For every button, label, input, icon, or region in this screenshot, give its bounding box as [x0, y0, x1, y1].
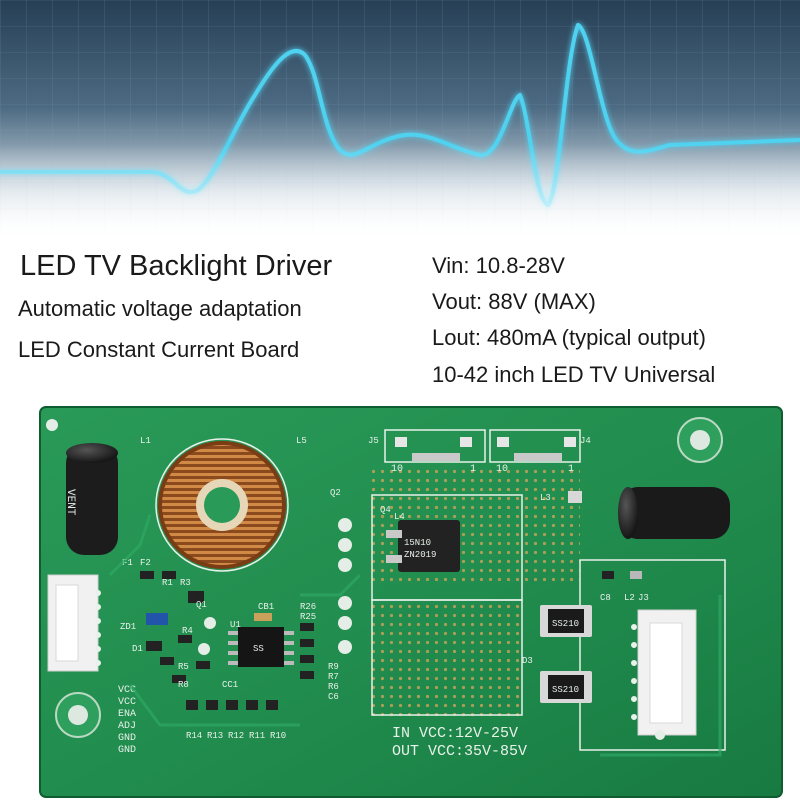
- svg-text:R12: R12: [228, 731, 244, 741]
- svg-text:GND: GND: [118, 745, 136, 756]
- connector-j5: 10 1: [384, 429, 486, 475]
- spec-lout: Lout: 480mA (typical output): [432, 325, 706, 350]
- svg-text:R4: R4: [182, 626, 193, 636]
- silkscreen-output-voltage: OUT VCC:35V-85V: [392, 743, 527, 760]
- ic-u1: SS: [228, 627, 294, 667]
- test-pads: [198, 518, 665, 740]
- svg-text:D1: D1: [132, 644, 143, 654]
- svg-text:Q4: Q4: [380, 505, 391, 515]
- svg-text:R7: R7: [328, 672, 339, 682]
- silkscreen-input-voltage: IN VCC:12V-25V: [392, 725, 518, 742]
- svg-text:L5: L5: [296, 436, 307, 446]
- spec-vin: Vin: 10.8-28V: [432, 253, 565, 278]
- svg-text:L4: L4: [394, 512, 405, 522]
- svg-text:ZD1: ZD1: [120, 622, 136, 632]
- svg-text:Q1: Q1: [196, 600, 207, 610]
- svg-text:10: 10: [496, 464, 508, 475]
- svg-text:R5: R5: [178, 662, 189, 672]
- header-connector-left: [47, 574, 101, 672]
- silkscreen-refs: L1 L5 J5 J4 L3 L4 Q2 F1 F2 R1 R3 Q1 CB1 …: [120, 436, 649, 741]
- header-connector-right: [631, 609, 697, 736]
- svg-text:CC1: CC1: [222, 680, 238, 690]
- pin-labels: VCC VCC ENA ADJ GND GND: [118, 685, 136, 756]
- svg-text:F2: F2: [140, 558, 151, 568]
- connector-j4: 10 1: [489, 429, 581, 475]
- svg-text:R3: R3: [180, 578, 191, 588]
- svg-text:C8: C8: [600, 593, 611, 603]
- mounting-hole-bl: [55, 692, 101, 738]
- svg-text:R8: R8: [178, 680, 189, 690]
- svg-text:F1: F1: [122, 558, 133, 568]
- svg-text:J4: J4: [580, 436, 591, 446]
- svg-text:R9: R9: [328, 662, 339, 672]
- svg-text:VCC: VCC: [118, 697, 136, 708]
- smd-components: [140, 491, 642, 710]
- via-matrix-lower: [370, 600, 520, 720]
- svg-text:J5: J5: [368, 436, 379, 446]
- diode-d3: SS210: [540, 671, 592, 703]
- svg-text:R1: R1: [162, 578, 173, 588]
- feature-line-1: Automatic voltage adaptation: [18, 296, 302, 321]
- ecg-waveform-banner: [0, 0, 800, 240]
- svg-text:CB1: CB1: [258, 602, 274, 612]
- svg-text:SS: SS: [253, 644, 264, 654]
- svg-text:R26: R26: [300, 602, 316, 612]
- mounting-hole-tr: [677, 417, 723, 463]
- svg-text:SS210: SS210: [552, 619, 579, 629]
- svg-text:R13: R13: [207, 731, 223, 741]
- svg-text:R10: R10: [270, 731, 286, 741]
- svg-text:R11: R11: [249, 731, 265, 741]
- svg-text:1: 1: [470, 464, 476, 475]
- svg-text:L1: L1: [140, 436, 151, 446]
- spec-tv-size: 10-42 inch LED TV Universal: [432, 362, 716, 387]
- pcb-board-photo: VENT 15N10 ZN2019 SS210 SS210 10 1: [39, 406, 783, 798]
- svg-text:Q2: Q2: [330, 488, 341, 498]
- electrolytic-capacitor-right: [618, 487, 730, 539]
- feature-line-2: LED Constant Current Board: [18, 337, 300, 362]
- svg-text:VCC: VCC: [118, 685, 136, 696]
- spec-vout: Vout: 88V (MAX): [432, 289, 596, 314]
- svg-text:GND: GND: [118, 733, 136, 744]
- svg-text:R25: R25: [300, 612, 316, 622]
- svg-text:15N10: 15N10: [404, 538, 431, 548]
- svg-text:10: 10: [391, 464, 403, 475]
- svg-text:ZN2019: ZN2019: [404, 550, 436, 560]
- product-title: LED TV Backlight Driver: [20, 250, 333, 282]
- svg-text:R14: R14: [186, 731, 202, 741]
- svg-text:D3: D3: [522, 656, 533, 666]
- toroid-inductor-l1: [155, 438, 289, 572]
- svg-text:J3: J3: [638, 593, 649, 603]
- svg-text:L3: L3: [540, 493, 551, 503]
- svg-text:ENA: ENA: [118, 709, 136, 720]
- svg-text:R6: R6: [328, 682, 339, 692]
- diode-d2: SS210: [540, 605, 592, 637]
- mosfet-q4: 15N10 ZN2019: [386, 520, 460, 572]
- svg-text:ADJ: ADJ: [118, 721, 136, 732]
- electrolytic-capacitor-left: VENT: [64, 443, 118, 555]
- svg-text:VENT: VENT: [64, 489, 76, 516]
- svg-text:L2: L2: [624, 593, 635, 603]
- svg-text:SS210: SS210: [552, 685, 579, 695]
- svg-text:1: 1: [568, 464, 574, 475]
- svg-text:C6: C6: [328, 692, 339, 702]
- svg-text:U1: U1: [230, 620, 241, 630]
